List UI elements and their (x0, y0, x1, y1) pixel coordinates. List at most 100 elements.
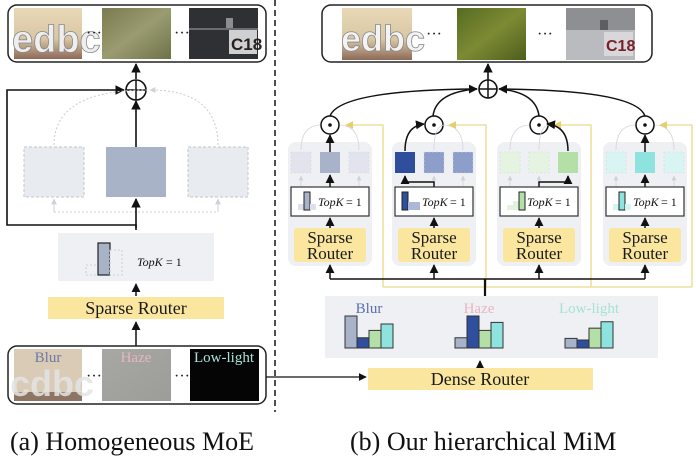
weight-bar (344, 315, 358, 349)
degradation-weights-low-light: Low-light (559, 301, 620, 349)
faded-arc (300, 124, 321, 151)
left-output-image-strip: edbc ··· ··· C18 (7, 4, 267, 63)
topk-bar-selected (97, 242, 111, 276)
input-image-blur: cdbc Blur (10, 349, 94, 404)
dense-router: Dense Router (368, 368, 593, 390)
sparse-router-label-line1: Sparse (516, 228, 561, 247)
left-panel-homogeneous-moe: edbc ··· ··· C18 (6, 4, 367, 456)
weight-bar (466, 315, 480, 349)
expert-inactive (290, 151, 312, 174)
left-topk-panel: TopK = 1 (58, 233, 214, 281)
topk-value: = 1 (166, 255, 182, 269)
caption-left: (a) Homogeneous MoE (10, 427, 254, 456)
sparse-router-label-line1: Sparse (622, 228, 667, 247)
output-image-text-edbc: edbc (12, 8, 101, 61)
ellipsis: ··· (174, 368, 190, 385)
dense-weights-panel: Blur Haze Low-light (325, 296, 658, 358)
weight-bar (588, 327, 602, 349)
faded-arc (615, 124, 636, 151)
arc-gate2-to-sum (432, 88, 478, 117)
topk-label: TopK (422, 195, 449, 209)
route-to-active-expert (400, 175, 435, 187)
input-label-haze: Haze (121, 350, 152, 366)
weight-bar (380, 323, 394, 349)
arc-gate3-to-sum (498, 88, 540, 117)
sparse-router-label-line2: Router (622, 244, 669, 263)
topk-bar-faded (298, 204, 304, 210)
topk-label: TopK (527, 195, 554, 209)
ellipsis: ··· (86, 368, 102, 385)
gate-multiply-icon (424, 115, 444, 135)
sign-text: C18 (606, 38, 635, 55)
sparse-router-label-line2: Router (307, 244, 354, 263)
weight-bar (490, 321, 504, 349)
blurred-text: cdbc (10, 363, 94, 404)
arc-gate4-to-sum (498, 84, 646, 117)
ellipsis: ··· (537, 26, 553, 43)
output-image-foliage (457, 8, 526, 60)
edbc-text: edbc (12, 19, 101, 61)
gate-multiply-icon (529, 115, 549, 135)
output-image-foliage (102, 8, 171, 59)
output-image-sign: C18 (566, 8, 635, 60)
topk-value: = 1 (346, 195, 362, 209)
faded-arc (339, 124, 360, 151)
output-image-text-edbc: edbc (341, 8, 425, 60)
caption-right: (b) Our hierarchical MiM (350, 427, 616, 456)
sign-text: C18 (231, 35, 262, 54)
expert-inactive (423, 151, 445, 174)
gate-multiply-icon (320, 115, 340, 135)
topk-label: TopK (137, 255, 164, 269)
topk-bar-faded (507, 205, 513, 210)
topk-bar-faded (625, 204, 631, 210)
topk-box: TopK= 1 (290, 186, 370, 217)
faded-arc (654, 124, 675, 151)
weight-bar (478, 329, 492, 349)
sparse-router-label-line1: Sparse (411, 228, 456, 247)
degradation-weights-blur: Blur (344, 301, 394, 349)
output-image-sign: C18 (189, 8, 262, 59)
topk-box: TopK= 1 (394, 186, 474, 217)
weight-bar (454, 337, 468, 349)
topk-label: TopK (633, 195, 660, 209)
active-expert-to-gate (546, 120, 569, 152)
topk-bar-faded (310, 204, 316, 210)
topk-bar-faded (414, 202, 420, 210)
expert-inactive (452, 151, 474, 174)
topk-bar-faded (85, 264, 99, 276)
expert-active (320, 152, 340, 173)
input-image-low-light: Low-light (190, 349, 259, 401)
weight-bar (356, 337, 370, 349)
degradation-weights-haze: Haze (454, 301, 504, 349)
weight-bar (600, 321, 614, 349)
sparse-router-label-line2: Router (411, 244, 458, 263)
edbc-text: edbc (341, 18, 425, 59)
right-panel-hierarchical-mim: edbc ··· ··· C18 (288, 4, 693, 456)
degradation-label: Haze (464, 301, 495, 317)
dense-weight-lines (345, 121, 693, 288)
weight-bar (368, 329, 382, 349)
sparse-router-label: Sparse Router (85, 298, 186, 318)
sparse-router-label-line1: Sparse (307, 228, 352, 247)
expert-inactive (528, 151, 550, 174)
expert-inactive (663, 151, 685, 174)
weight-bar (564, 337, 578, 349)
input-label-low-light: Low-light (194, 350, 255, 366)
right-output-image-strip: edbc ··· ··· C18 (321, 4, 653, 63)
route-to-active-expert (538, 175, 573, 187)
left-sparse-router: Sparse Router (48, 297, 224, 319)
topk-bar-faded (408, 202, 414, 210)
faded-arc-right (149, 87, 219, 146)
arc-gate1-to-sum (329, 84, 478, 117)
dense-to-sparse-branch (325, 264, 650, 296)
expert-inactive (348, 151, 370, 174)
gate-multiply-icon (635, 115, 655, 135)
topk-bar-selected (518, 191, 526, 211)
left-input-image-strip: cdbc Blur ··· Haze ··· Low-light (7, 345, 267, 405)
combine-sum-icon (478, 79, 498, 99)
